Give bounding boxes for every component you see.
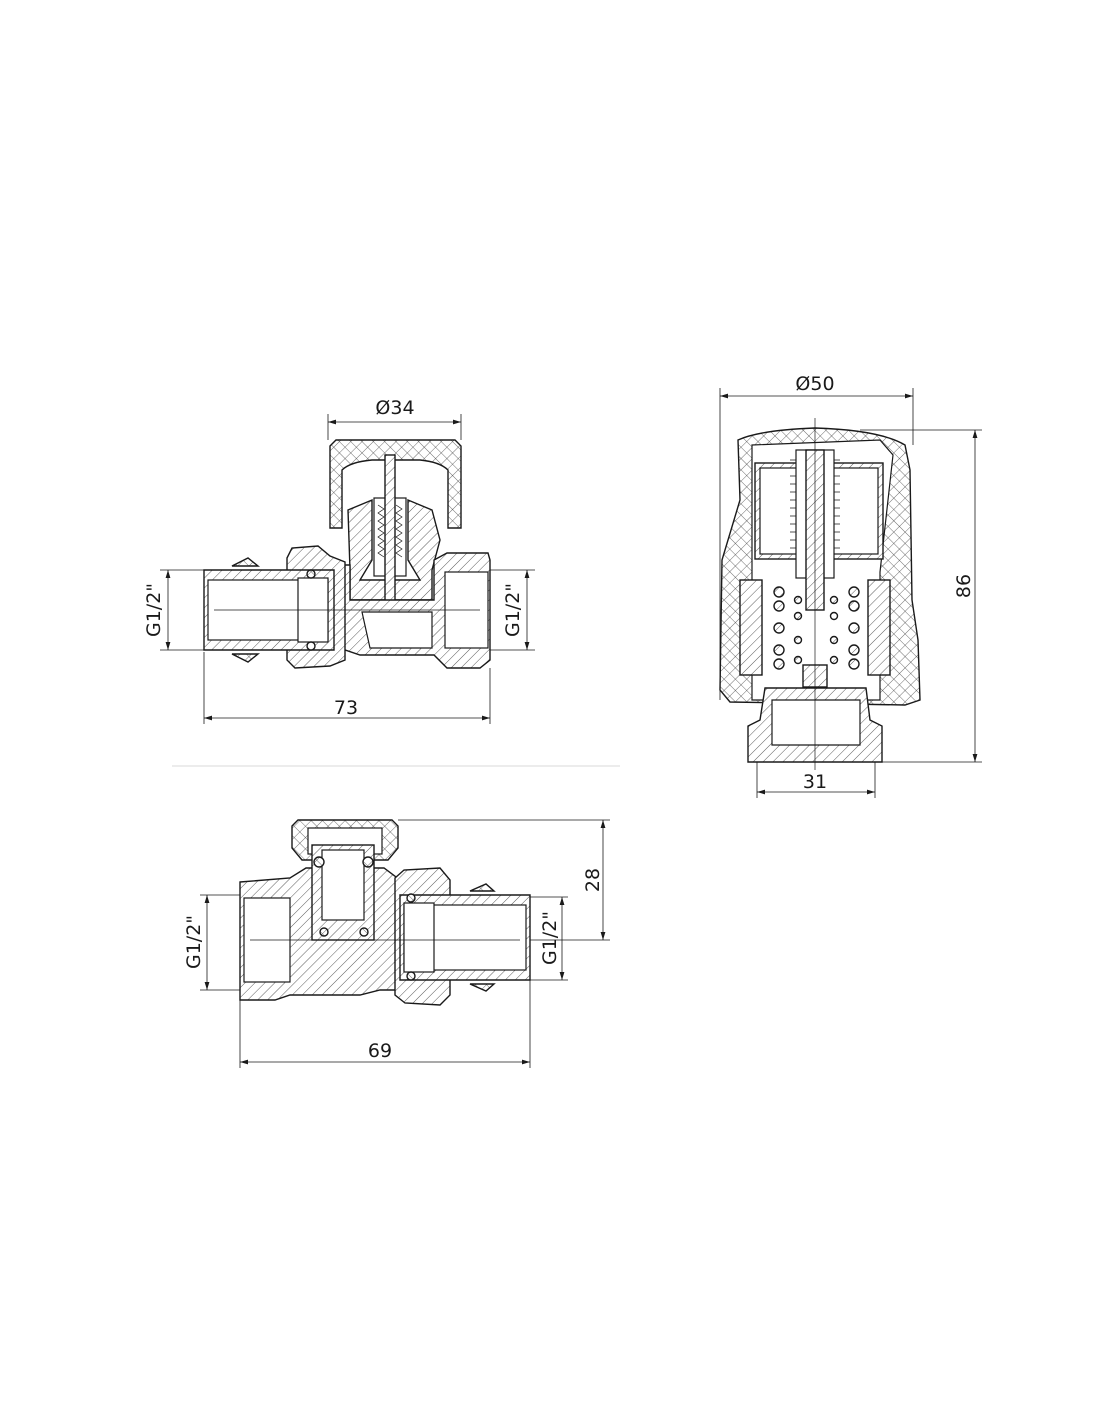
length-label-73: 73 — [334, 697, 358, 719]
left-thread-label-bottom: G1/2" — [183, 915, 205, 969]
valve-top-view — [203, 439, 491, 669]
diameter-label-34: Ø34 — [375, 397, 414, 419]
bellows — [790, 459, 840, 549]
dimensions-top: Ø34 G1/2" G1/2" 73 — [143, 397, 535, 724]
dimensions-head: Ø50 86 31 — [719, 373, 982, 798]
height-label-86: 86 — [953, 574, 975, 598]
valve-bottom-view — [239, 819, 531, 1006]
right-thread-label-bottom: G1/2" — [539, 911, 561, 965]
thermostatic-head — [719, 418, 921, 770]
springs — [773, 586, 860, 670]
height-label-28: 28 — [582, 868, 604, 892]
length-label-69: 69 — [368, 1040, 392, 1062]
dimensions-bottom: 28 G1/2" G1/2" 69 — [183, 819, 610, 1068]
seal — [231, 557, 260, 567]
spindle — [384, 454, 396, 606]
left-thread-label: G1/2" — [143, 583, 165, 637]
connection-label-31: 31 — [803, 771, 827, 793]
diameter-label-50: Ø50 — [795, 373, 834, 395]
right-thread-label: G1/2" — [502, 583, 524, 637]
spring — [377, 504, 403, 558]
